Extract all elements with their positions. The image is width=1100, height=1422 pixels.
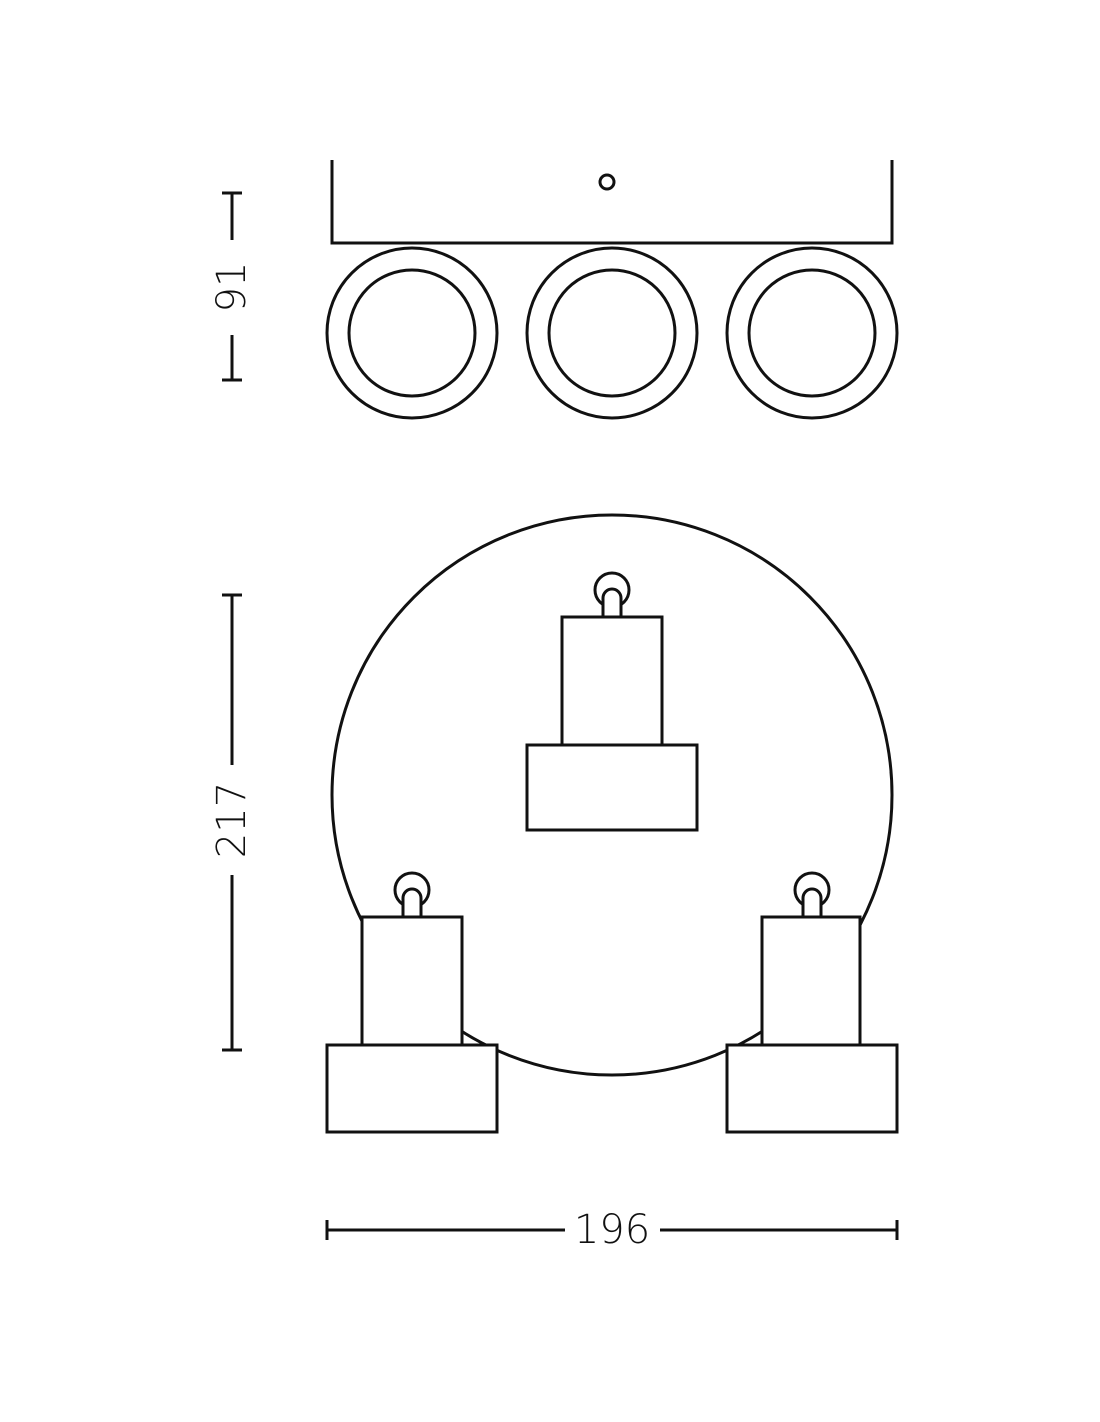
dimension-label: 217 <box>209 782 255 858</box>
spot-ring-right <box>725 246 899 420</box>
spot-ring-left <box>325 246 499 420</box>
dimension-label: 91 <box>209 262 255 313</box>
dimension-height-top: 91 <box>209 191 255 382</box>
spot-head-right <box>725 871 899 1134</box>
spot-head-center <box>525 571 699 832</box>
base-plate <box>330 513 894 1077</box>
mounting-bar <box>330 160 894 245</box>
spot-head-left <box>325 871 499 1134</box>
dimension-height-front: 217 <box>209 593 255 1052</box>
dimension-label: 196 <box>574 1207 650 1253</box>
front-view <box>325 513 899 1134</box>
spot-ring-center <box>525 246 699 420</box>
screw-hole <box>598 173 616 191</box>
dimension-width: 196 <box>325 1207 899 1253</box>
top-view <box>325 160 899 420</box>
